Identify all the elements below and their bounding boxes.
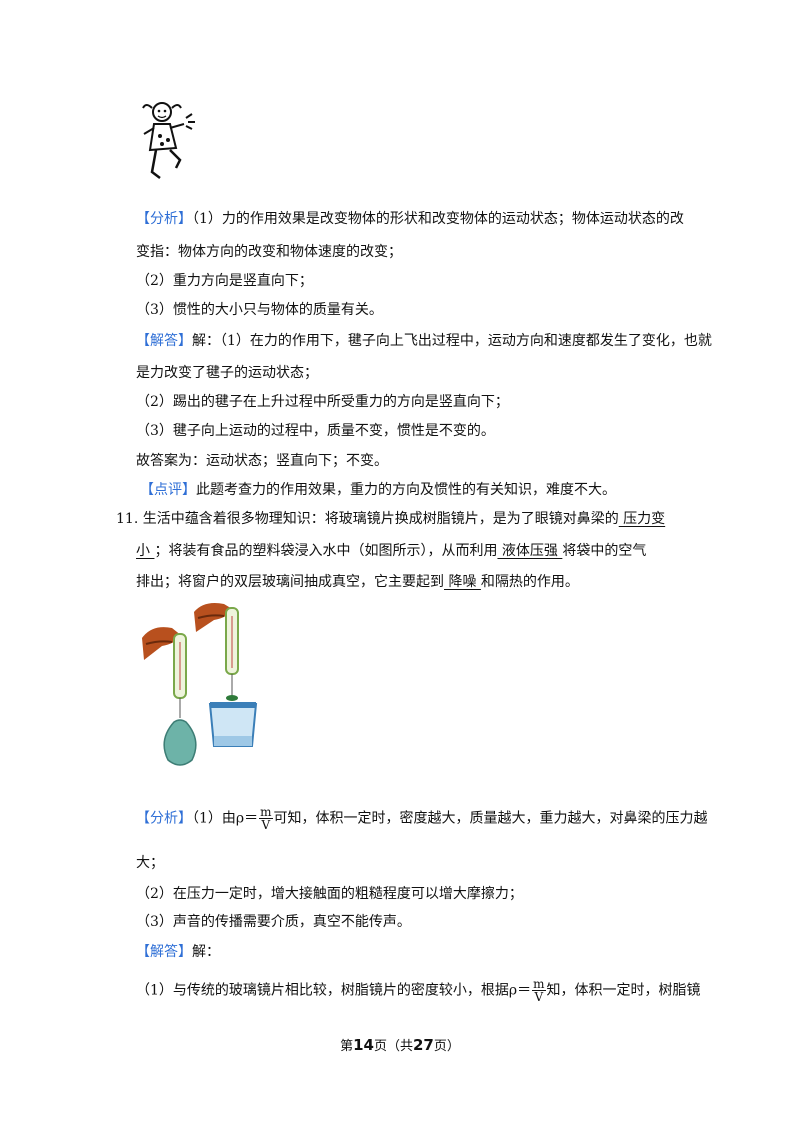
analysis-line-4: （3）惯性的大小只与物体的质量有关。: [136, 302, 383, 318]
bag-experiment-figure: [142, 603, 258, 766]
shuttlecock-kid-figure: [142, 102, 195, 179]
page-total: 27: [413, 1036, 434, 1054]
analysis-line-3: （2）重力方向是竖直向下；: [136, 273, 313, 289]
question-11-line-1: 11. 生活中蕴含着很多物理知识：将玻璃镜片换成树脂镜片，是为了眼镜对鼻梁的 压…: [116, 511, 666, 527]
solution-line-3: （2）踢出的毽子在上升过程中所受重力的方向是竖直向下；: [136, 394, 509, 410]
solution2-head: 【解答】解：: [136, 944, 220, 960]
blank-1-cont: 小: [136, 543, 155, 559]
solution-tag: 【解答】: [136, 333, 192, 349]
analysis2-line-3: （2）在压力一定时，增大接触面的粗糙程度可以增大摩擦力；: [136, 886, 523, 902]
question-11-line-3: 排出；将窗户的双层玻璃间抽成真空，它主要起到 降噪 和隔热的作用。: [136, 574, 579, 590]
question-number: 11.: [116, 511, 139, 527]
analysis2-line-2: 大；: [136, 855, 164, 871]
page-number: 14: [353, 1036, 374, 1054]
solution-line-2: 是力改变了毽子的运动状态；: [136, 365, 318, 381]
answer-line: 故答案为：运动状态；竖直向下；不变。: [136, 453, 388, 469]
blank-2: 液体压强: [497, 543, 563, 559]
page-footer: 第14页（共27页）: [340, 1036, 460, 1054]
analysis-tag: 【分析】: [136, 211, 192, 227]
analysis-line-2: 变指：物体方向的改变和物体速度的改变；: [136, 244, 402, 260]
analysis2-tag: 【分析】: [136, 810, 192, 827]
blank-1: 压力变: [618, 511, 666, 527]
solution2-tag: 【解答】: [136, 944, 192, 960]
comment-line: 【点评】此题考查力的作用效果，重力的方向及惯性的有关知识，难度不大。: [140, 482, 616, 498]
blank-3: 降噪: [444, 574, 481, 590]
question-11-line-2: 小 ；将装有食品的塑料袋浸入水中（如图所示），从而利用 液体压强 将袋中的空气: [136, 543, 647, 559]
analysis-line-1: 【分析】（1）力的作用效果是改变物体的形状和改变物体的运动状态；物体运动状态的改: [136, 211, 684, 227]
analysis2-line-4: （3）声音的传播需要介质，真空不能传声。: [136, 914, 411, 930]
solution-line-1: 【解答】解：（1）在力的作用下，毽子向上飞出过程中，运动方向和速度都发生了变化，…: [136, 333, 712, 349]
solution-line-4: （3）毽子向上运动的过程中，质量不变，惯性是不变的。: [136, 423, 495, 439]
comment-tag: 【点评】: [140, 482, 196, 498]
